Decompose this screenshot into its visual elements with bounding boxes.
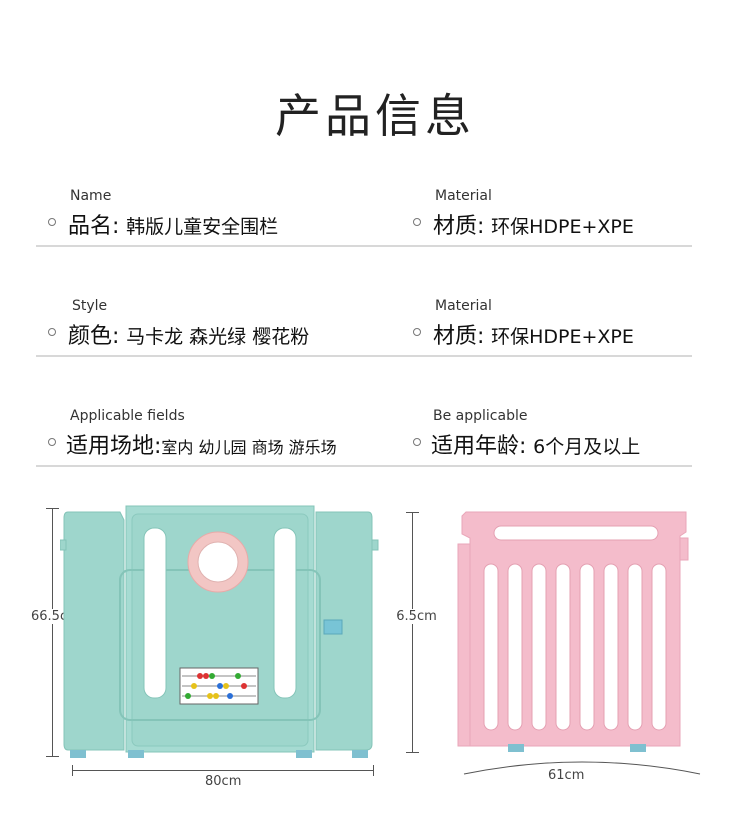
right-height-label-clip: 66.5cm <box>396 606 446 628</box>
spec-label-en: Material <box>435 188 492 204</box>
bullet-icon <box>48 328 56 336</box>
height-dimension-line <box>412 512 413 752</box>
spec-label-en: Material <box>435 298 492 314</box>
spec-key: 材质: <box>433 214 485 239</box>
bullet-icon <box>413 438 421 446</box>
spec-key: 适用年龄: <box>431 434 527 459</box>
spec-value: 颜色: 马卡龙 森光绿 樱花粉 <box>68 318 309 350</box>
spec-label-en: Be applicable <box>433 408 528 424</box>
dimension-tick <box>373 765 374 776</box>
spec-age: Be applicable 适用年龄: 6个月及以上 <box>413 408 713 478</box>
dimension-tick <box>46 756 59 757</box>
spec-value: 适用场地:室内 幼儿园 商场 游乐场 <box>66 428 337 460</box>
bullet-icon <box>413 218 421 226</box>
divider <box>36 465 692 467</box>
spec-style: Style 颜色: 马卡龙 森光绿 樱花粉 <box>48 298 368 368</box>
width-arc-line <box>463 761 701 775</box>
spec-text: 马卡龙 森光绿 樱花粉 <box>126 326 310 348</box>
spec-material-1: Material 材质: 环保HDPE+XPE <box>413 188 713 258</box>
spec-text: 6个月及以上 <box>533 436 641 458</box>
left-width-label: 80cm <box>205 774 242 789</box>
divider <box>36 245 692 247</box>
spec-text: 韩版儿童安全围栏 <box>126 216 279 238</box>
spec-key: 品名: <box>68 214 120 239</box>
right-width-label: 61cm <box>548 768 585 783</box>
spec-name: Name 品名: 韩版儿童安全围栏 <box>48 188 368 258</box>
height-dimension-line <box>52 508 53 756</box>
divider <box>36 355 692 357</box>
spec-key: 颜色: <box>68 324 120 349</box>
bullet-icon <box>48 438 56 446</box>
right-height-label: 66.5cm <box>396 609 437 624</box>
spec-text: 环保HDPE+XPE <box>491 326 634 348</box>
spec-text: 环保HDPE+XPE <box>491 216 634 238</box>
dimension-tick <box>406 512 419 513</box>
width-dimension-line <box>72 770 374 771</box>
dimension-tick <box>406 752 419 753</box>
spec-material-2: Material 材质: 环保HDPE+XPE <box>413 298 713 368</box>
spec-key: 适用场地: <box>66 434 162 459</box>
spec-value: 品名: 韩版儿童安全围栏 <box>68 208 278 240</box>
spec-label-en: Applicable fields <box>70 408 185 424</box>
dimension-tick <box>72 765 73 776</box>
spec-label-en: Style <box>72 298 108 314</box>
spec-fields: Applicable fields 适用场地:室内 幼儿园 商场 游乐场 <box>48 408 388 478</box>
pink-fence-image <box>457 511 689 752</box>
spec-label-en: Name <box>70 188 112 204</box>
mint-fence-image <box>60 505 379 758</box>
page-title: 产品信息 <box>275 89 475 143</box>
bullet-icon <box>48 218 56 226</box>
spec-value: 适用年龄: 6个月及以上 <box>431 428 640 460</box>
spec-value: 材质: 环保HDPE+XPE <box>433 318 634 350</box>
dimension-tick <box>46 508 59 509</box>
bullet-icon <box>413 328 421 336</box>
spec-text: 室内 幼儿园 商场 游乐场 <box>161 438 337 457</box>
spec-key: 材质: <box>433 324 485 349</box>
spec-value: 材质: 环保HDPE+XPE <box>433 208 634 240</box>
